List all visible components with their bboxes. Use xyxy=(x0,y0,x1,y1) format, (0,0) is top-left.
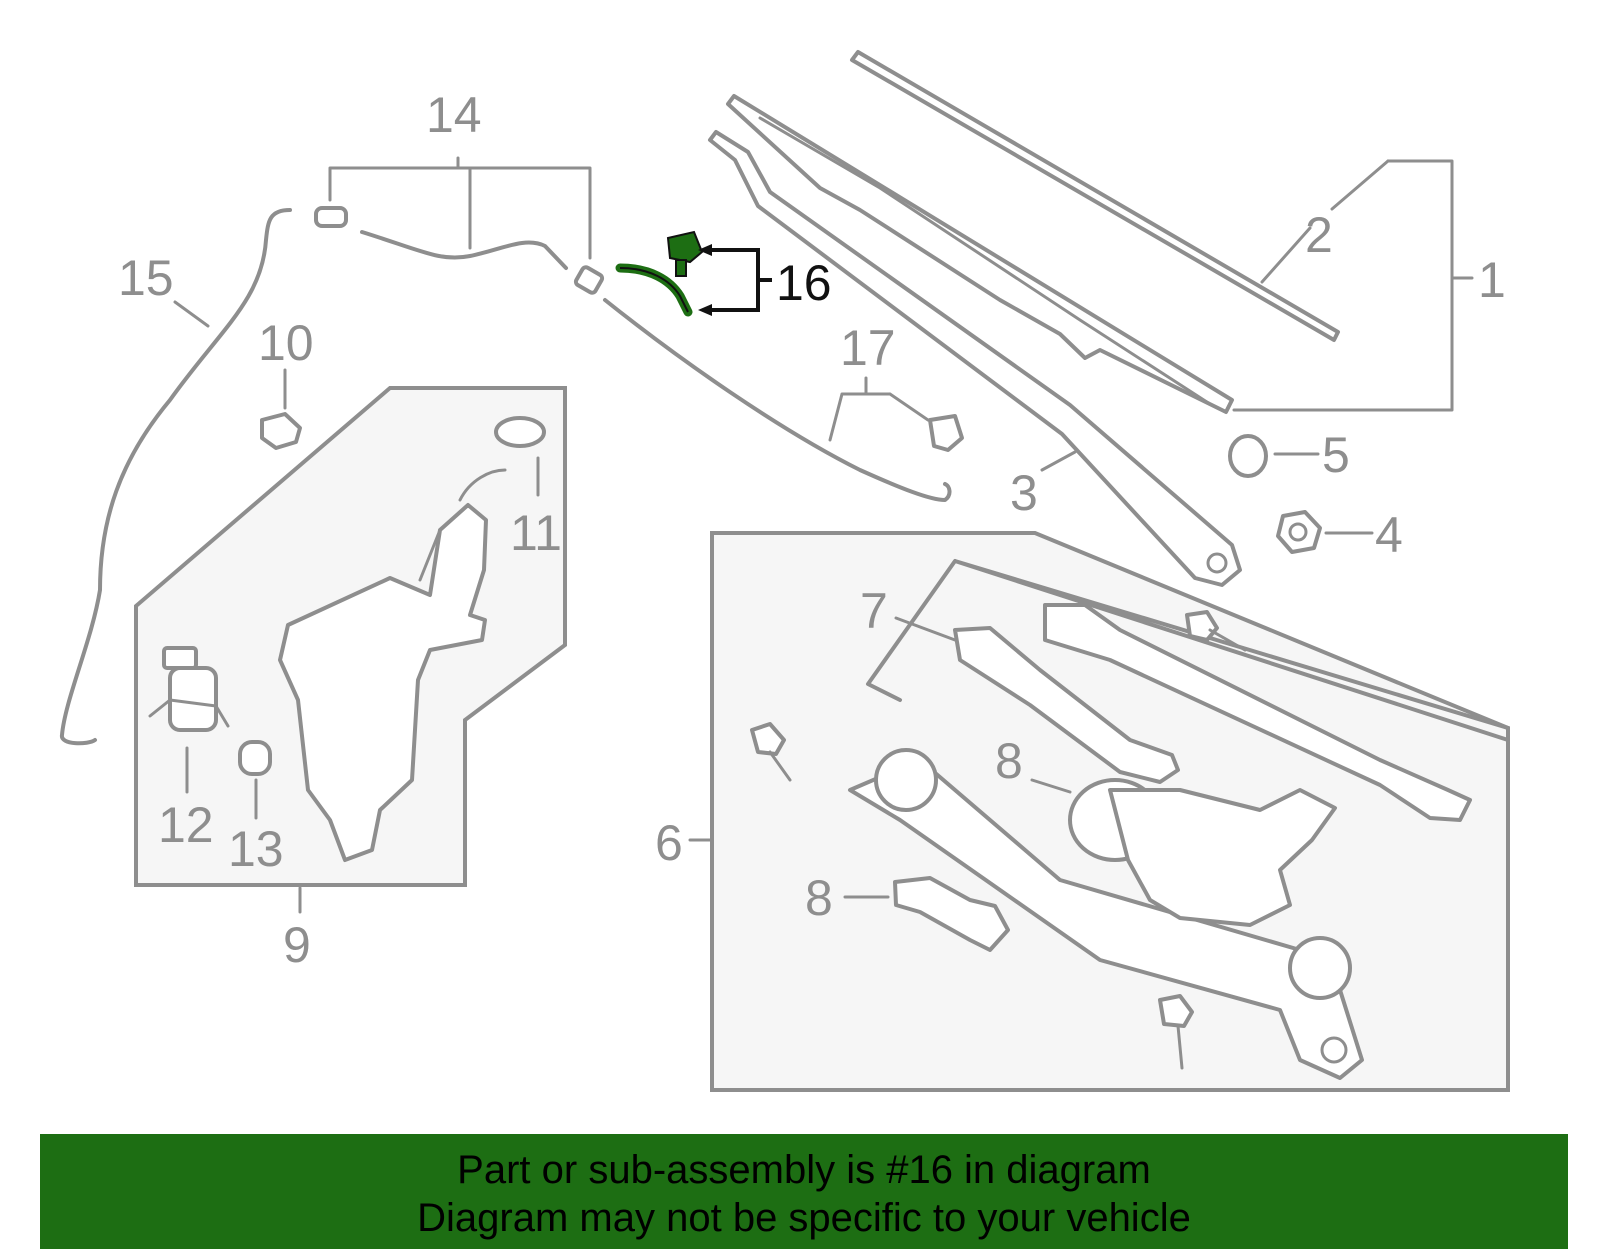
pivot-nut xyxy=(1276,510,1322,554)
washer-nozzle-assembly-highlight xyxy=(615,230,704,317)
washer-hose-right xyxy=(603,298,952,502)
linkage-pivot-left xyxy=(874,748,938,812)
wiper-arm xyxy=(708,130,1242,587)
wiper-motor-gearbox xyxy=(1108,788,1337,927)
leader-15 xyxy=(173,300,210,328)
callout-17: 17 xyxy=(840,320,896,376)
hose-connector-right xyxy=(573,265,605,295)
callout-13: 13 xyxy=(228,821,284,877)
callout-8-motor: 8 xyxy=(995,733,1023,789)
callout-12: 12 xyxy=(158,797,214,853)
leader-3 xyxy=(1040,450,1077,472)
callout-15: 15 xyxy=(118,250,174,306)
callout-16: 16 xyxy=(776,255,832,311)
drive-link-upper xyxy=(1043,603,1472,822)
leader-1-bracket xyxy=(1232,159,1454,412)
pump-grommet xyxy=(238,740,272,776)
callout-4: 4 xyxy=(1375,507,1403,563)
washer-hose-main xyxy=(360,230,568,270)
leader-16 xyxy=(706,248,772,312)
pivot-cap xyxy=(1228,434,1268,478)
callout-3: 3 xyxy=(1010,465,1038,521)
drive-link-lower xyxy=(953,626,1180,784)
bolt-lower xyxy=(1158,994,1194,1070)
leader-17 xyxy=(828,376,930,442)
pivot-nut-hole xyxy=(1288,522,1308,542)
callout-6: 6 xyxy=(655,815,683,871)
linkage-subgroup-box xyxy=(954,559,1510,743)
hose-connector-left xyxy=(314,206,348,228)
grommet xyxy=(260,412,302,450)
reservoir-filler-neck xyxy=(418,468,507,582)
leader-8a xyxy=(1030,778,1072,794)
washer-hose-long xyxy=(60,208,292,746)
callout-1: 1 xyxy=(1478,252,1506,308)
leader-7 xyxy=(894,616,957,642)
callout-10: 10 xyxy=(258,315,314,371)
leader-2 xyxy=(1330,159,1390,211)
bolt-left xyxy=(750,722,792,782)
linkage-frame xyxy=(848,758,1364,1080)
leader-14 xyxy=(328,156,592,260)
leader-16-arrow-lower xyxy=(698,304,712,316)
leader-16-arrow-upper xyxy=(698,244,712,256)
linkage-subgroup-outline xyxy=(866,559,957,702)
wiper-blade xyxy=(850,50,1340,342)
wiper-arm-spine xyxy=(758,116,1212,406)
reservoir-cap xyxy=(494,416,546,448)
callout-11: 11 xyxy=(510,505,562,561)
motor-bracket xyxy=(893,876,1010,952)
callout-5: 5 xyxy=(1322,427,1350,483)
banner-line-2: Diagram may not be specific to your vehi… xyxy=(417,1196,1191,1240)
leader-2-arrow xyxy=(1260,226,1312,284)
washer-nozzle xyxy=(928,414,964,452)
washer-pump xyxy=(148,646,230,732)
banner-line-1: Part or sub-assembly is #16 in diagram xyxy=(457,1148,1151,1192)
info-banner: Part or sub-assembly is #16 in diagram D… xyxy=(40,1134,1568,1249)
linkage-mount-hole xyxy=(1320,1036,1348,1064)
linkage-pivot-right xyxy=(1288,936,1352,1000)
callout-2: 2 xyxy=(1305,207,1333,263)
callout-9: 9 xyxy=(283,917,311,973)
bolt-upper xyxy=(1185,610,1247,652)
callout-14: 14 xyxy=(426,87,482,143)
callout-7: 7 xyxy=(860,583,888,639)
wiper-arm-pivot-hole xyxy=(1206,552,1228,574)
callout-8-bracket: 8 xyxy=(805,870,833,926)
washer-reservoir xyxy=(278,503,488,862)
